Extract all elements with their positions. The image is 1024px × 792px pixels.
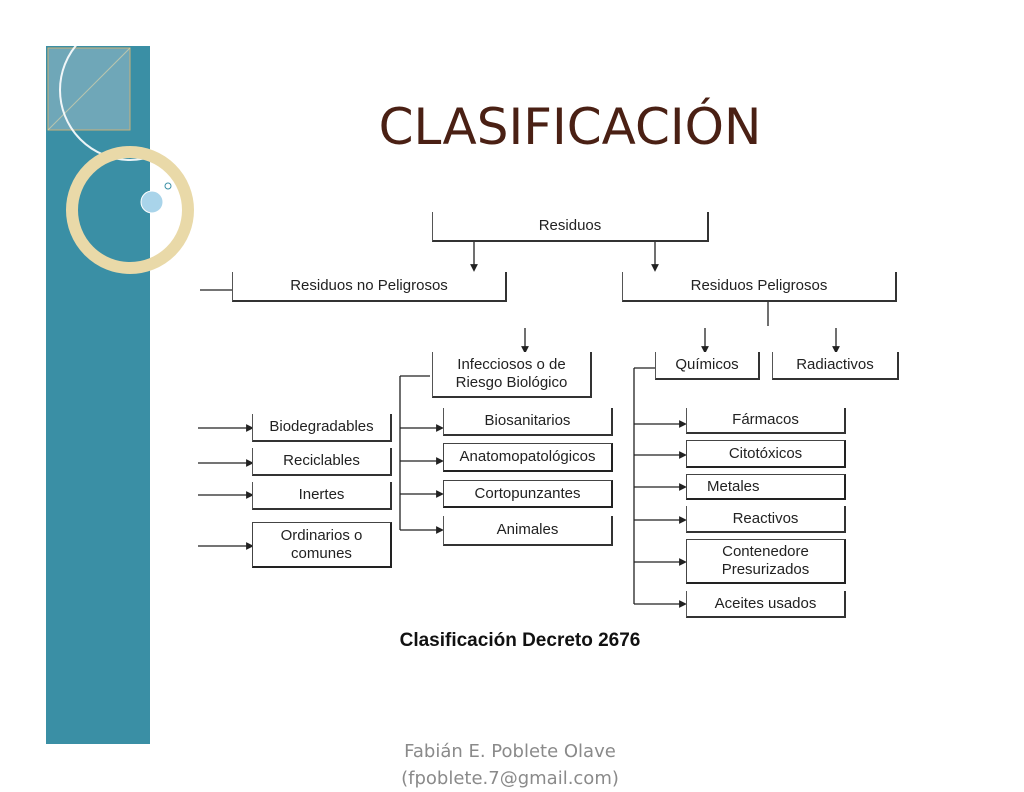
node-biodegradables: Biodegradables	[252, 414, 392, 442]
node-radiactivos: Radiactivos	[772, 352, 899, 380]
node-anatomopatologicos: Anatomopatológicos	[443, 443, 613, 472]
node-residuos-label: Residuos	[538, 217, 602, 234]
node-anatomopatologicos-label: Anatomopatológicos	[459, 448, 596, 465]
node-reciclables-label: Reciclables	[283, 452, 360, 469]
node-residuos-no-peligrosos: Residuos no Peligrosos	[232, 272, 507, 302]
node-residuos: Residuos	[432, 212, 709, 242]
slide-footer: Fabián E. Poblete Olave (fpoblete.7@gmai…	[380, 738, 640, 792]
node-contenedores-presurizados-label: Contenedore Presurizados	[721, 543, 810, 578]
node-farmacos: Fármacos	[686, 408, 846, 434]
footer-author: Fabián E. Poblete Olave	[404, 741, 616, 762]
node-animales-label: Animales	[496, 521, 559, 538]
node-cortopunzantes: Cortopunzantes	[443, 480, 613, 508]
diagram-caption: Clasificación Decreto 2676	[399, 630, 641, 651]
node-reactivos: Reactivos	[686, 506, 846, 533]
node-biosanitarios: Biosanitarios	[443, 408, 613, 436]
node-radiactivos-label: Radiactivos	[796, 356, 874, 373]
node-aceites-usados: Aceites usados	[686, 591, 846, 618]
node-citotoxicos: Citotóxicos	[686, 440, 846, 468]
node-quimicos-label: Químicos	[675, 356, 739, 373]
node-biodegradables-label: Biodegradables	[269, 418, 374, 435]
node-reciclables: Reciclables	[252, 448, 392, 476]
node-farmacos-label: Fármacos	[732, 411, 799, 428]
node-metales-label: Metales	[707, 477, 760, 495]
node-reactivos-label: Reactivos	[732, 509, 799, 527]
node-residuos-peligrosos: Residuos Peligrosos	[622, 272, 897, 302]
node-cortopunzantes-label: Cortopunzantes	[474, 484, 581, 502]
footer-email: (fpoblete.7@gmail.com)	[401, 768, 619, 789]
node-quimicos: Químicos	[655, 352, 760, 380]
node-inertes-label: Inertes	[298, 486, 345, 503]
node-ordinarios: Ordinarios o comunes	[252, 522, 392, 568]
node-residuos-no-peligrosos-label: Residuos no Peligrosos	[290, 277, 448, 294]
node-infecciosos-label: Infecciosos o de Riesgo Biológico	[455, 356, 568, 391]
node-ordinarios-label: Ordinarios o comunes	[280, 526, 363, 562]
node-citotoxicos-label: Citotóxicos	[728, 444, 803, 462]
node-residuos-peligrosos-label: Residuos Peligrosos	[690, 277, 828, 294]
node-aceites-usados-label: Aceites usados	[714, 594, 817, 612]
slide-title: CLASIFICACIÓN	[378, 98, 762, 156]
node-biosanitarios-label: Biosanitarios	[484, 412, 571, 429]
node-metales: Metales	[686, 474, 846, 500]
node-contenedores-presurizados: Contenedore Presurizados	[686, 539, 846, 584]
node-animales: Animales	[443, 516, 613, 546]
node-inertes: Inertes	[252, 482, 392, 510]
node-infecciosos: Infecciosos o de Riesgo Biológico	[432, 352, 592, 398]
